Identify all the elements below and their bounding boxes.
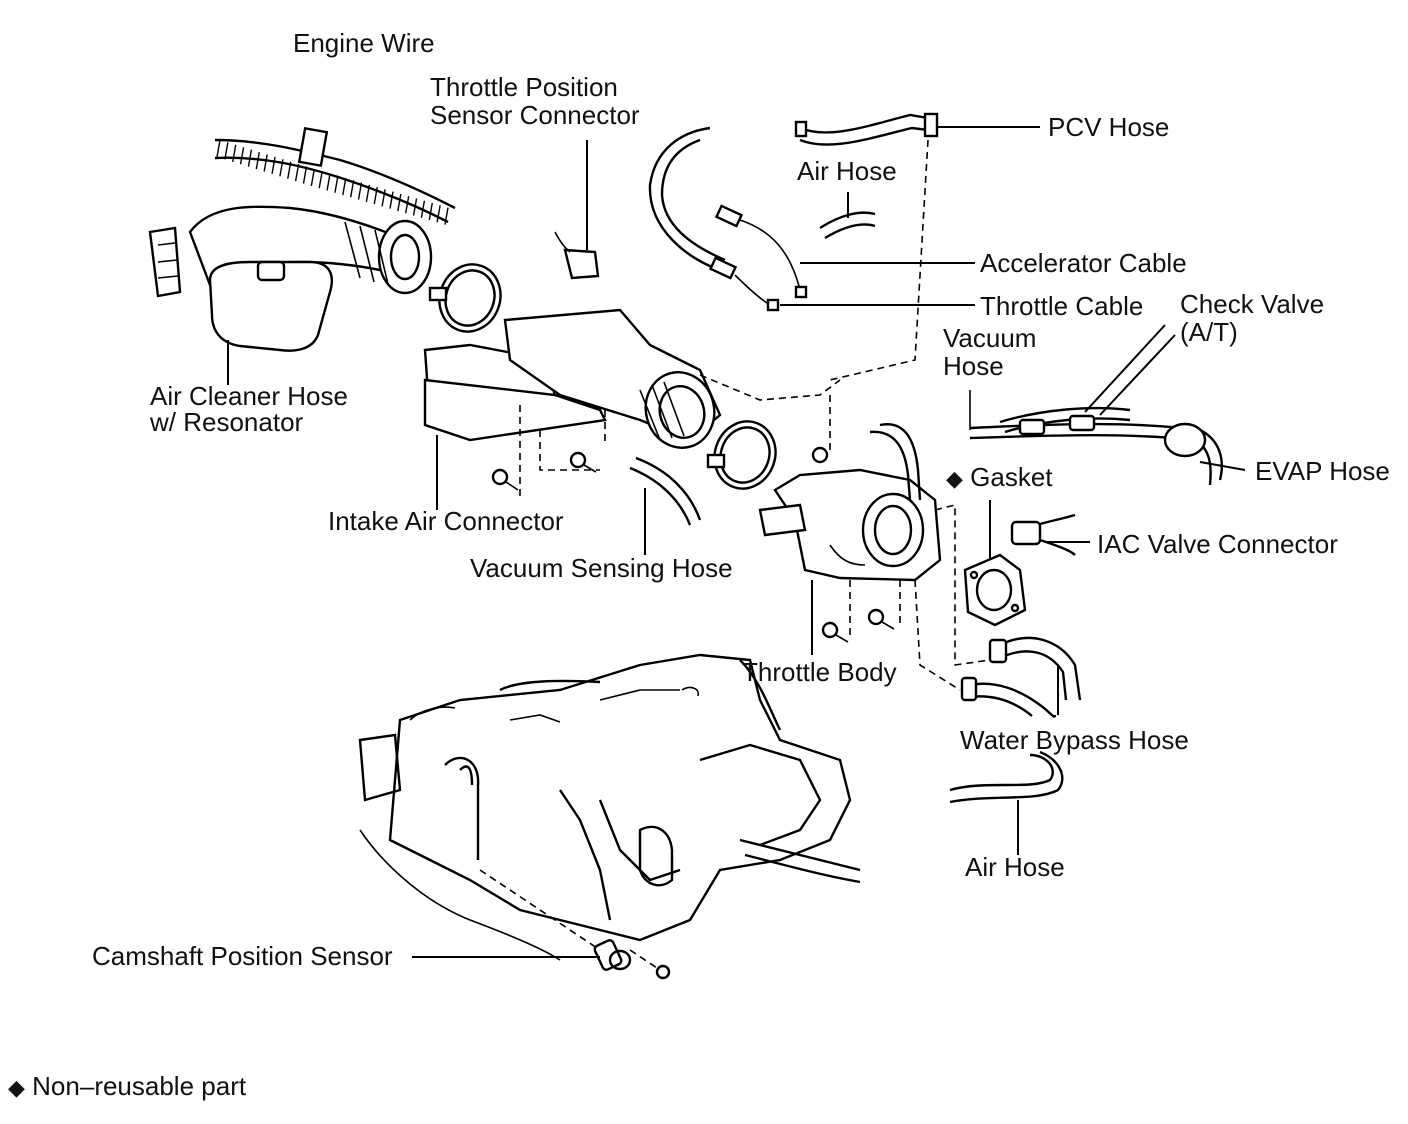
tps-connector-part [554,140,600,280]
harness-corrugation [294,164,300,182]
assembly-guide-lines [479,139,991,971]
label-throttle-cable: Throttle Cable [980,291,1144,321]
label-intake-air-connector: Intake Air Connector [328,506,564,536]
harness-corrugation [263,154,268,172]
harness-corrugation [349,180,355,198]
air-hose-bottom-part [949,750,1064,855]
cables [648,126,975,312]
air-hose-top-part [819,192,876,240]
harness-corrugation [271,156,276,175]
harness-corrugation [334,175,339,193]
harness-corrugation [224,142,229,160]
vacuum-sensing-hose-part [629,456,702,555]
harness-corrugation [287,161,292,179]
iac-connector-part [1010,513,1090,556]
label-camshaft-position-sensor: Camshaft Position Sensor [92,941,393,971]
legend-non-reusable: ◆ Non–reusable part [8,1072,246,1102]
non-reusable-marker-icon: ◆ [946,466,963,491]
label-vacuum-sensing-hose: Vacuum Sensing Hose [470,553,733,583]
harness-corrugation [420,200,426,218]
label-engine-wire: Engine Wire [293,28,435,58]
label-pcv-hose: PCV Hose [1048,112,1170,142]
harness-corrugation [302,166,308,184]
label-check-valve-line1: Check Valve [1180,289,1325,319]
hose-clamp-left [428,263,502,333]
label-check-valve-line2: (A/T) [1180,317,1238,347]
label-evap-hose: EVAP Hose [1255,456,1390,486]
pcv-hose-part [794,112,1040,146]
harness-corrugation [326,173,331,191]
air-cleaner-hose [148,205,433,385]
harness-corrugation [397,193,402,212]
harness-corrugation [381,189,386,207]
camshaft-position-sensor-part [412,939,632,971]
harness-corrugation [239,147,245,165]
legend-marker-icon: ◆ [8,1075,25,1100]
legend-text: Non–reusable part [32,1071,247,1101]
gasket-part [963,500,1027,627]
harness-corrugation [389,191,394,209]
intake-air-connector-part [423,308,722,510]
label-air-hose-top: Air Hose [797,156,897,186]
harness-corrugation [247,149,253,167]
harness-corrugation [436,205,441,223]
harness-corrugation [255,151,260,170]
label-air-cleaner-hose-line2: w/ Resonator [150,407,304,437]
water-bypass-hoses [960,636,1082,718]
harness-corrugation [310,168,316,187]
label-gasket-text: Gasket [970,462,1053,492]
label-throttle-body: Throttle Body [742,657,897,687]
vacuum-evap-hoses [969,324,1246,486]
harness-corrugation [279,159,284,177]
label-gasket: ◆ Gasket [946,463,1053,493]
throttle-body-part [758,423,942,655]
harness-corrugation [357,182,363,200]
harness-corrugation [428,202,433,221]
label-air-hose-bottom: Air Hose [965,852,1065,882]
harness-corrugation [373,186,378,205]
label-tps-connector-line1: Throttle Position [430,72,618,102]
harness-corrugation [365,184,371,202]
label-iac-valve-connector: IAC Valve Connector [1097,529,1338,559]
label-accelerator-cable: Accelerator Cable [980,248,1187,278]
harness-corrugation [444,207,449,225]
hose-clamp-right [706,420,777,490]
harness-corrugation [318,171,323,189]
label-water-bypass-hose: Water Bypass Hose [960,725,1189,755]
harness-corrugation [342,177,347,196]
harness-corrugation [405,196,410,214]
label-vacuum-hose-line1: Vacuum [943,323,1037,353]
label-vacuum-hose-line2: Hose [943,351,1004,381]
harness-corrugation [216,139,221,158]
harness-corrugation [232,144,237,162]
engine-wire-harness [214,126,456,225]
label-air-cleaner-hose-line1: Air Cleaner Hose [150,381,348,411]
label-tps-connector-line2: Sensor Connector [430,100,640,130]
engine-block [358,653,861,961]
bolts [491,446,895,980]
harness-corrugation [412,198,418,216]
